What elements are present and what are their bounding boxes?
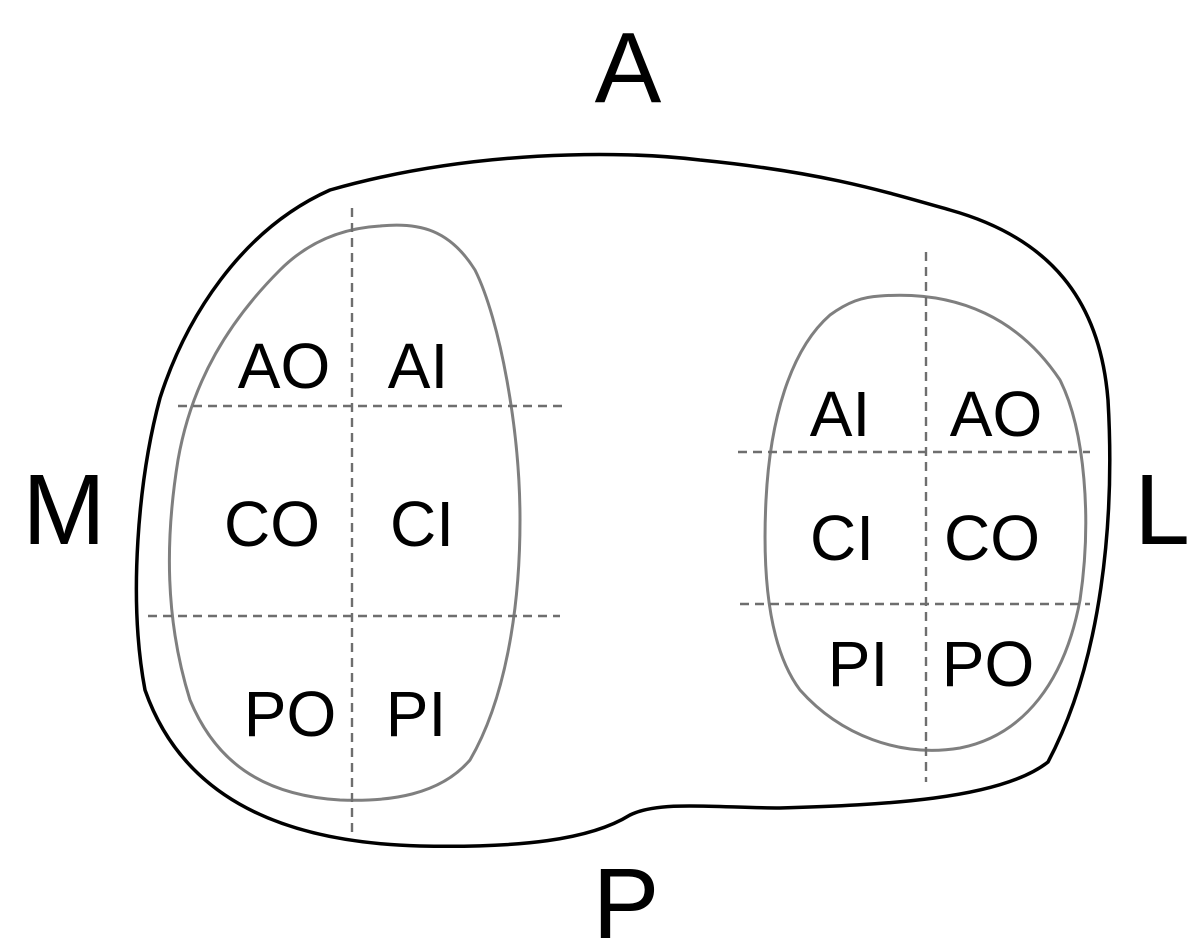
lateral-zone-bottom-right: PO <box>942 628 1034 700</box>
medial-zone-bottom-right: PI <box>386 678 446 750</box>
lateral-zone-top-left: AI <box>810 378 870 450</box>
posterior-label: P <box>593 848 660 947</box>
medial-label: M <box>22 454 105 566</box>
lateral-zone-middle-left: CI <box>810 502 874 574</box>
medial-region-outline <box>167 223 522 802</box>
medial-zone-middle-left: CO <box>224 488 320 560</box>
lateral-zone-middle-right: CO <box>944 502 1040 574</box>
main-outline <box>134 152 1112 849</box>
lateral-zone-top-right: AO <box>950 378 1042 450</box>
medial-zone-top-left: AO <box>238 330 330 402</box>
lateral-label: L <box>1134 454 1190 566</box>
medial-zone-top-right: AI <box>388 330 448 402</box>
lateral-zone-bottom-left: PI <box>828 628 888 700</box>
medial-zone-bottom-left: PO <box>244 678 336 750</box>
medial-zone-middle-right: CI <box>390 488 454 560</box>
anterior-label: A <box>595 12 662 124</box>
lateral-region-outline <box>763 293 1088 752</box>
